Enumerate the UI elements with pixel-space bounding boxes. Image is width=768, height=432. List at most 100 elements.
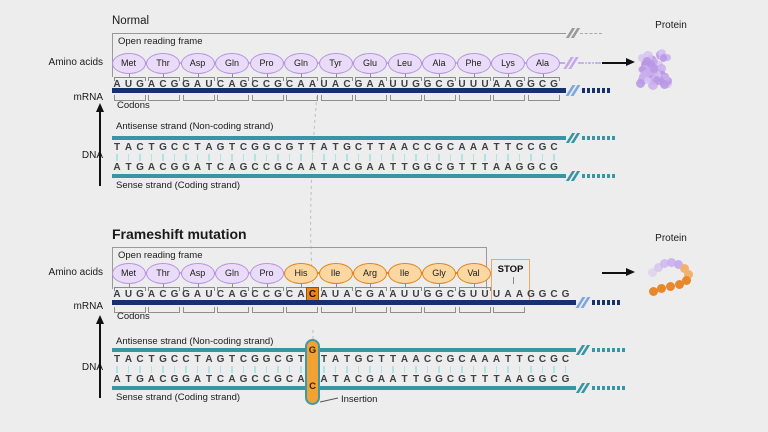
dna-base: A: [320, 374, 328, 385]
amino-acid-ellipse: Arg: [353, 262, 387, 284]
amino-acid-stem: [301, 283, 302, 287]
dna-base: C: [423, 354, 432, 365]
dna-base: C: [239, 142, 248, 153]
dna-base: G: [527, 374, 535, 385]
mrna-base: U: [205, 79, 213, 90]
mrna-base: C: [159, 289, 167, 300]
strand-continuation-dash: [582, 88, 585, 93]
dna-base: C: [538, 162, 547, 173]
protein-bead: [681, 276, 691, 285]
amino-acid-label: Thr: [156, 267, 170, 278]
amino-acid-ellipse: Gln: [215, 52, 249, 74]
dna-base: T: [516, 354, 523, 365]
amino-acid-ellipse: Thr: [146, 262, 180, 284]
base-pair-tick: [254, 154, 256, 161]
base-pair-tick: [518, 154, 521, 161]
codon-bracket: [355, 307, 387, 313]
mrna-base: C: [308, 289, 317, 300]
mrna-base: C: [216, 289, 225, 300]
dna-base: T: [481, 374, 489, 385]
dna-base: C: [182, 354, 190, 365]
base-pair-tick: [346, 154, 348, 161]
codon-bracket: [286, 95, 318, 101]
mrna-base: U: [400, 79, 409, 90]
dna-base: C: [251, 162, 259, 173]
base-pair-tick: [162, 154, 164, 161]
amino-acid-chain-link: [232, 61, 267, 65]
transcription-arrow-head: [95, 315, 104, 324]
stop-codon-stem: [513, 277, 514, 284]
mrna-base: A: [147, 289, 156, 300]
codon-overline: [113, 77, 146, 81]
base-pair-tick: [127, 154, 130, 161]
amino-acid-stem: [370, 283, 371, 287]
strand-continuation-dash: [592, 174, 595, 178]
strand-continuation-dash: [612, 136, 615, 140]
codon-bracket: [424, 307, 456, 313]
base-pair-tick: [150, 366, 153, 373]
strand-continuation-dash: [617, 386, 620, 390]
dna-base: C: [538, 354, 547, 365]
amino-acid-ellipse: Gln: [215, 262, 249, 284]
stop-codon-label: STOP: [497, 264, 524, 275]
insertion-leader-line: [319, 397, 339, 403]
dna-base: C: [136, 354, 144, 365]
base-pair-tick: [380, 154, 383, 161]
codon-bracket: [527, 95, 560, 101]
dna-base: T: [401, 374, 408, 385]
strand-continuation-dash: [597, 136, 600, 140]
amino-acid-ellipse: Glu: [353, 52, 387, 74]
dna-base: A: [113, 374, 121, 385]
mrna-base: U: [389, 79, 397, 90]
amino-acid-label: Pro: [259, 267, 274, 278]
base-pair-tick: [484, 366, 486, 373]
base-pair-tick: [507, 154, 509, 161]
base-pair-tick: [438, 366, 440, 373]
open-reading-frame-box-top: [112, 33, 566, 34]
amino-acid-stem: [439, 283, 440, 287]
base-pair-tick: [369, 366, 371, 373]
dna-base: A: [228, 374, 236, 385]
mrna-base: C: [216, 79, 225, 90]
amino-acid-ellipse: Phe: [456, 52, 491, 74]
transcription-arrow-head: [95, 103, 104, 112]
dna-base: A: [308, 162, 317, 173]
protein-bead: [674, 260, 683, 269]
mrna-base: A: [492, 79, 501, 90]
dna-base: T: [297, 142, 305, 153]
amino-acid-ellipse: Asp: [180, 52, 215, 74]
base-pair-tick: [311, 154, 314, 161]
mrna-base: C: [262, 79, 271, 90]
mrna-base: A: [193, 79, 202, 90]
amino-acid-chain-link: [128, 271, 163, 275]
protein-bead: [684, 269, 693, 279]
dna-base: G: [216, 142, 225, 153]
dna-base: T: [458, 162, 466, 173]
dna-base: G: [527, 162, 535, 173]
dna-base: C: [515, 142, 524, 153]
protein-blob-circle: [655, 60, 663, 68]
base-pair-tick: [357, 154, 360, 161]
protein-blob-circle: [643, 57, 652, 66]
dna-base: G: [354, 162, 363, 173]
amino-acid-ellipse: Thr: [146, 52, 180, 74]
dna-base: G: [423, 162, 432, 173]
dna-base: A: [492, 162, 501, 173]
mrna-base: G: [274, 79, 282, 90]
dna-base: C: [274, 354, 282, 365]
mrna-base: G: [527, 79, 535, 90]
strand-continuation-dash: [607, 300, 610, 305]
amino-acid-ellipse: Val: [456, 262, 491, 284]
amino-acid-stem: [404, 283, 406, 287]
amino-acid-label: Asp: [189, 57, 206, 68]
translation-arrow-head: [626, 267, 635, 276]
mrna-base: U: [400, 289, 409, 300]
mrna-base: A: [377, 289, 386, 300]
amino-acid-label: Thr: [156, 57, 170, 68]
dna-base: C: [274, 142, 282, 153]
dna-base: G: [170, 162, 179, 173]
codon-overline: [251, 77, 284, 81]
codon-bracket: [286, 307, 318, 313]
translation-arrow-shaft: [602, 62, 626, 64]
dna-base: C: [423, 142, 432, 153]
